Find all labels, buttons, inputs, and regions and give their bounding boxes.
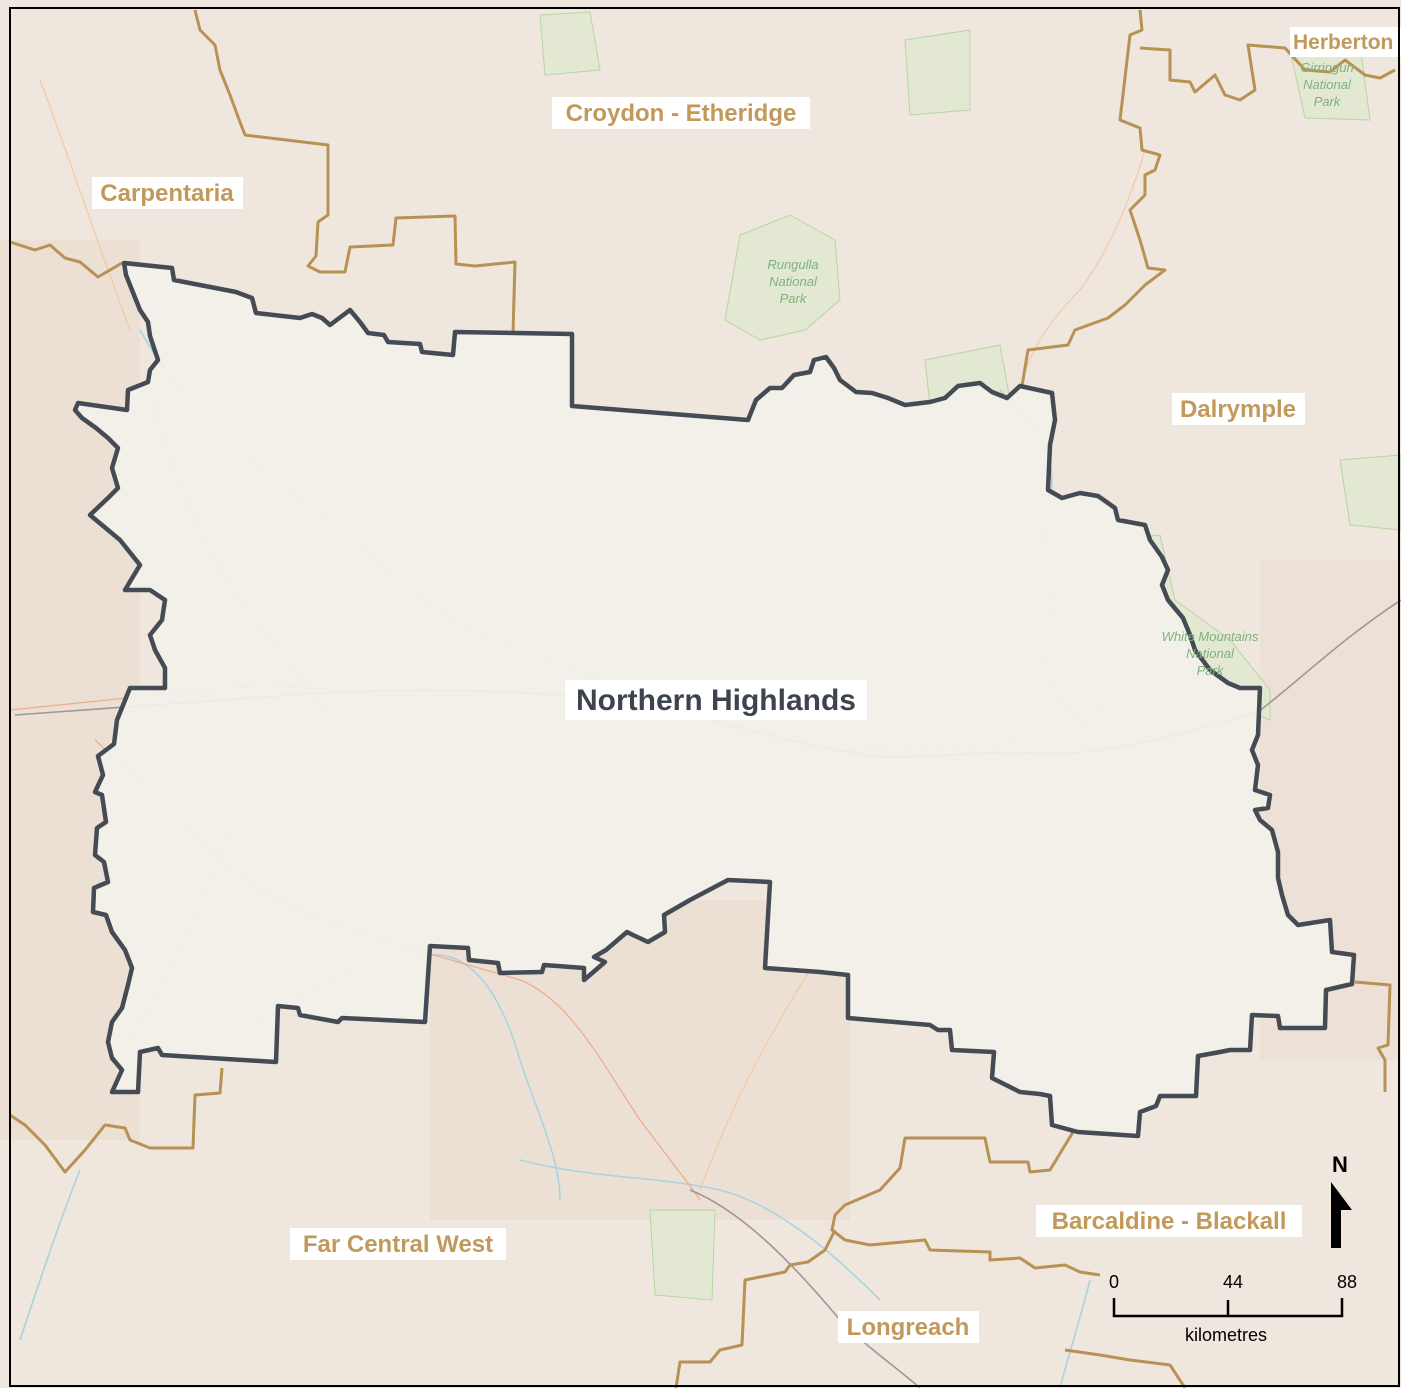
- label-northern-highlands: Northern Highlands: [576, 684, 856, 717]
- rail-south: [689, 1189, 921, 1388]
- park-label-girringun: Girringun National Park: [1300, 60, 1353, 109]
- scale-bar: 0 44 88 kilometres: [1109, 1272, 1357, 1345]
- label-bg-carpentaria: [92, 177, 243, 209]
- river-far-west: [19, 1169, 81, 1341]
- rail-east-extension: [1257, 599, 1401, 713]
- boundary-barcaldine: [830, 1131, 1101, 1277]
- terrain-shade-west: [0, 240, 140, 1140]
- label-barcaldine-blackall: Barcaldine - Blackall: [1052, 1208, 1287, 1235]
- road-carpentaria: [39, 79, 131, 331]
- park-rungulla-area: [724, 214, 841, 341]
- boundary-croydon-dalrymple: [1020, 9, 1167, 387]
- label-bg-northern-highlands: [565, 680, 867, 720]
- label-bg-far-central-west: [290, 1228, 506, 1260]
- park-label-rungulla: Rungulla National Park: [767, 257, 818, 306]
- scale-unit-label: kilometres: [1185, 1325, 1267, 1345]
- park-label-rungulla-line2: National: [769, 274, 818, 289]
- river-south-east: [1059, 1279, 1091, 1388]
- scale-tick-44: 44: [1223, 1272, 1243, 1292]
- scale-tick-88: 88: [1337, 1272, 1357, 1292]
- label-longreach: Longreach: [847, 1314, 970, 1341]
- boundary-far-central-west: [9, 1067, 224, 1174]
- label-bg-herberton: [1290, 27, 1401, 57]
- boundary-east-south: [1354, 980, 1392, 1092]
- region-boundaries: [9, 9, 1396, 1388]
- boundary-herberton: [1139, 43, 1396, 102]
- park-north-east-block: [904, 29, 971, 116]
- map-frame: [9, 7, 1400, 1387]
- north-arrow-label: N: [1332, 1152, 1348, 1177]
- label-bg-barcaldine: [1036, 1205, 1302, 1237]
- park-label-white-mountains-line3: Park: [1197, 663, 1225, 678]
- park-label-girringun-line2: National: [1303, 77, 1352, 92]
- north-arrow-icon: [1331, 1182, 1352, 1248]
- park-label-white-mountains: White Mountains National Park: [1162, 629, 1259, 678]
- north-arrow: N: [1331, 1152, 1352, 1248]
- park-label-rungulla-line1: Rungulla: [767, 257, 818, 272]
- park-label-white-mountains-line2: National: [1186, 646, 1235, 661]
- label-carpentaria: Carpentaria: [100, 180, 234, 207]
- label-far-central-west: Far Central West: [303, 1231, 493, 1258]
- label-herberton: Herberton: [1293, 31, 1393, 54]
- label-croydon-etheridge: Croydon - Etheridge: [566, 100, 797, 127]
- river-far-south: [519, 1159, 881, 1301]
- park-far-east: [1339, 454, 1401, 531]
- park-label-girringun-line1: Girringun: [1300, 60, 1353, 75]
- park-south-block: [649, 1209, 716, 1301]
- label-bg-longreach: [838, 1311, 979, 1343]
- boundary-longreach-east: [1064, 1348, 1187, 1388]
- label-bg-croydon: [552, 97, 810, 129]
- boundary-longreach-west: [674, 1229, 837, 1388]
- scale-bar-line: [1112, 1298, 1344, 1318]
- park-label-girringun-line3: Park: [1314, 94, 1342, 109]
- park-north-block: [539, 11, 601, 76]
- label-bg-dalrymple: [1172, 393, 1305, 425]
- boundary-carpentaria-west: [9, 240, 123, 279]
- boundary-carpentaria-croydon: [193, 9, 517, 334]
- label-dalrymple: Dalrymple: [1180, 396, 1296, 423]
- park-label-white-mountains-line1: White Mountains: [1162, 629, 1259, 644]
- scale-tick-0: 0: [1109, 1272, 1119, 1292]
- park-label-rungulla-line3: Park: [780, 291, 808, 306]
